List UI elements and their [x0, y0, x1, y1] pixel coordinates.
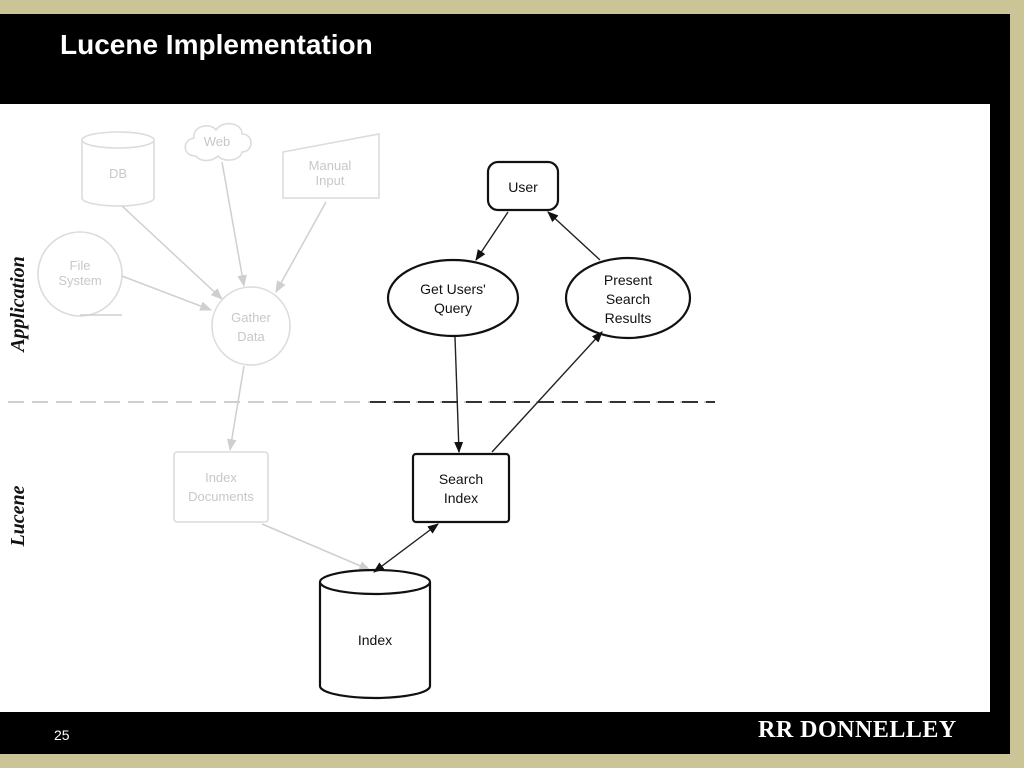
results-to-user-arrow	[547, 211, 601, 261]
index-node: Index	[318, 568, 432, 700]
lucene-diagram: Application Lucene DB Web Manual Input F…	[7, 122, 715, 700]
application-side-label: Application	[7, 256, 29, 354]
svg-text:File: File	[70, 258, 91, 273]
manual-input-node: Manual Input	[282, 133, 380, 199]
diagram-panel: Application Lucene DB Web Manual Input F…	[0, 104, 990, 712]
svg-text:Documents: Documents	[188, 489, 254, 504]
query-to-searchindex-arrow	[454, 336, 464, 454]
user-to-query-arrow	[475, 211, 509, 261]
svg-text:Search: Search	[439, 471, 483, 487]
db-to-gather-arrow	[121, 205, 223, 300]
svg-text:System: System	[58, 273, 101, 288]
svg-text:Index: Index	[205, 470, 237, 485]
file-system-node: File System	[37, 231, 123, 317]
searchindex-to-results-arrow	[491, 331, 603, 453]
svg-text:Input: Input	[316, 173, 345, 188]
gather-to-indexdocs-arrow	[227, 365, 245, 452]
present-search-results-node: Present Search Results	[564, 256, 692, 340]
manual-to-gather-arrow	[275, 201, 327, 294]
svg-text:Query: Query	[434, 300, 472, 316]
web-node: Web	[184, 122, 252, 162]
svg-text:Present: Present	[604, 272, 652, 288]
user-node: User	[486, 160, 560, 212]
svg-text:Results: Results	[605, 310, 652, 326]
search-index-node: Search Index	[411, 452, 511, 524]
svg-text:Get Users': Get Users'	[420, 281, 486, 297]
lucene-side-label: Lucene	[7, 485, 29, 547]
svg-text:Web: Web	[204, 134, 231, 149]
svg-text:Gather: Gather	[231, 310, 271, 325]
indexdocs-to-index-arrow	[261, 523, 372, 571]
slide-title: Lucene Implementation	[60, 29, 373, 60]
db-node: DB	[81, 131, 155, 207]
svg-text:User: User	[508, 179, 538, 195]
get-users-query-node: Get Users' Query	[386, 258, 520, 338]
svg-text:Search: Search	[606, 291, 650, 307]
filesystem-to-gather-arrow	[121, 275, 213, 311]
web-to-gather-arrow	[221, 161, 247, 288]
svg-text:Manual: Manual	[309, 158, 352, 173]
svg-text:Index: Index	[444, 490, 478, 506]
gather-data-node: Gather Data	[211, 286, 291, 366]
svg-text:DB: DB	[109, 166, 127, 181]
svg-text:Data: Data	[237, 329, 265, 344]
rr-donnelley-logo: RR DONNELLEY	[758, 717, 957, 743]
searchindex-index-arrow	[373, 523, 439, 573]
slide-number: 25	[54, 727, 70, 743]
index-documents-node: Index Documents	[173, 451, 269, 523]
svg-text:Index: Index	[358, 632, 392, 648]
